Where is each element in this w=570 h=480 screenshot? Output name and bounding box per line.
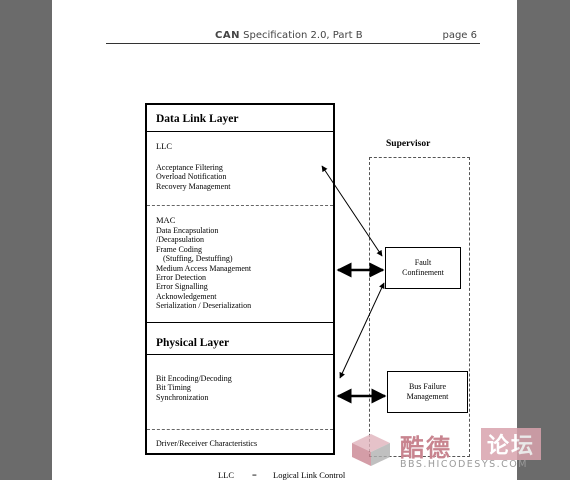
list-item: /Decapsulation <box>156 235 204 245</box>
page-number: page 6 <box>442 30 477 41</box>
bus-failure-line-1: Bus Failure <box>408 382 447 391</box>
list-item: Recovery Management <box>156 181 231 191</box>
data-link-layer-box: Data Link Layer LLC Acceptance Filtering… <box>145 103 335 455</box>
llc-to-fault-arrow <box>321 165 383 257</box>
header-title: Specification 2.0, Part B <box>243 30 363 41</box>
watermark-chars-2: 论坛 <box>481 428 542 460</box>
list-item: Frame Coding <box>156 244 202 254</box>
mac-heading: MAC <box>156 215 176 225</box>
page-header-title: CAN Specification 2.0, Part B <box>215 30 363 41</box>
bus-failure-box: Bus Failure Management <box>387 371 468 413</box>
list-item: Overload Notification <box>156 172 227 182</box>
header-brand: CAN <box>215 30 240 41</box>
list-item: Acceptance Filtering <box>156 163 223 172</box>
fault-line-2: Confinement <box>402 268 444 277</box>
list-item: Serialization / Deserialization <box>156 301 252 311</box>
footer-abbr: LLC <box>218 470 235 480</box>
divider <box>147 354 333 355</box>
mac-list: Data Encapsulation /Decapsulation Frame … <box>156 226 251 311</box>
footer-eq: = <box>252 470 257 480</box>
footer-meaning: Logical Link Control <box>273 470 346 480</box>
physical-to-fault-arrow <box>339 282 385 379</box>
watermark-url: BBS.HICODESYS.COM <box>400 459 528 470</box>
list-item: Error Signalling <box>156 282 208 292</box>
list-item: Acknowledgement <box>156 291 217 301</box>
list-item: Bit Encoding/Decoding <box>156 374 232 383</box>
watermark: 酷德 论坛 BBS.HICODESYS.COM <box>350 428 560 472</box>
list-item: Medium Access Management <box>156 263 252 273</box>
cube-logo-icon <box>352 434 390 466</box>
divider <box>147 205 333 206</box>
physical-layer-title: Physical Layer <box>156 337 230 349</box>
divider <box>147 131 333 132</box>
supervisor-title: Supervisor <box>386 139 431 149</box>
divider <box>147 429 333 430</box>
bus-failure-line-2: Management <box>406 392 449 401</box>
list-item: Error Detection <box>156 273 206 283</box>
llc-heading: LLC <box>156 141 173 151</box>
list-item: Bit Timing <box>156 383 191 393</box>
llc-list: Acceptance Filtering Overload Notificati… <box>156 163 230 191</box>
fault-confinement-box: Fault Confinement <box>385 247 461 289</box>
list-item: (Stuffing, Destuffing) <box>163 254 233 264</box>
list-item: Data Encapsulation <box>156 226 219 235</box>
list-item: Synchronization <box>156 392 209 402</box>
watermark-chars: 酷德 <box>400 434 452 462</box>
driver-receiver-label: Driver/Receiver Characteristics <box>156 439 258 448</box>
divider <box>147 322 333 323</box>
data-link-layer-title: Data Link Layer <box>156 113 239 125</box>
header-rule <box>106 43 480 44</box>
physical-list: Bit Encoding/Decoding Bit Timing Synchro… <box>156 374 232 402</box>
fault-line-1: Fault <box>414 258 432 267</box>
